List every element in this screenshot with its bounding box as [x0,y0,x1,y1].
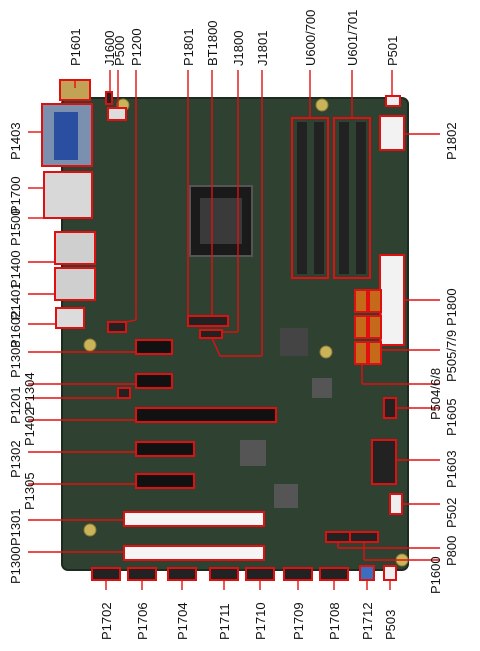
label-p1712: P1712 [360,602,375,640]
right-labels: P1802 P1800 P505/7/9 P504/6/8 P1605 P160… [428,122,459,594]
label-p1402: P1402 [22,408,37,446]
label-p1601: P1601 [68,28,83,66]
label-p1301: P1301 [8,508,23,546]
label-p1709: P1709 [291,602,306,640]
label-p1801: P1801 [181,28,196,66]
io-dvi [54,112,78,160]
io-audio [55,307,85,329]
io-usb-2 [54,231,96,265]
label-bt1800: BT1800 [205,20,220,66]
header-p502 [389,493,403,515]
label-p1300: P1300 [8,546,23,584]
label-p1401: P1401 [8,282,23,320]
label-p1201: P1201 [8,386,23,424]
label-p1708: P1708 [327,602,342,640]
label-j1801: J1801 [255,31,270,66]
header-j1600 [105,91,113,105]
label-p1303: P1303 [8,340,23,378]
label-p1600: P1600 [428,556,443,594]
header-p1603 [371,439,397,485]
left-labels: P1403 P1700 P1500 P1400 P1401 P1602 P130… [8,122,37,584]
label-p1711: P1711 [217,603,232,640]
leader-lines [28,70,440,590]
label-j1600: J1600 [102,31,117,66]
atx-power [379,254,405,346]
label-p500: P500 [112,36,127,66]
label-p1802: P1802 [444,122,459,160]
header-p1200 [107,321,127,333]
label-p1403: P1403 [8,122,23,160]
header-p1605 [383,397,397,419]
io-ethernet-1 [43,171,93,219]
header-p501 [385,95,401,107]
sata-connectors [354,289,382,365]
header-p500 [107,107,127,121]
label-p1302: P1302 [8,440,23,478]
label-p1304: P1304 [22,372,37,410]
label-p1200: P1200 [129,28,144,66]
header-p800 [325,531,351,543]
label-p1706: P1706 [135,602,150,640]
chip-c [312,378,332,398]
header-p1600 [349,531,379,543]
label-p1710: P1710 [253,602,268,640]
chipset [280,328,308,356]
label-p1702: P1702 [99,602,114,640]
pcie-slots [123,339,277,561]
label-j1800: J1800 [231,31,246,66]
header-bt1800 [187,315,229,327]
label-p1500: P1500 [8,208,23,246]
chip-b [274,484,298,508]
top-labels: P1601 J1600 P500 P1200 P1801 BT1800 J180… [68,10,400,66]
label-p505-7-9: P505/7/9 [444,330,459,382]
label-p1400: P1400 [8,250,23,288]
label-p1603: P1603 [444,450,459,488]
label-p501: P501 [385,36,400,66]
label-p1305: P1305 [22,472,37,510]
bottom-headers [91,565,397,581]
label-p1605: P1605 [444,398,459,436]
label-u600-700: U600/700 [303,10,318,66]
io-usb-3 [54,267,96,301]
label-p1704: P1704 [175,602,190,640]
header-p1201 [117,387,131,399]
label-u601-701: U601/701 [345,10,360,66]
label-p1700: P1700 [8,176,23,214]
label-p800: P800 [444,536,459,566]
chip-a [240,440,266,466]
label-p1602: P1602 [8,310,23,348]
label-p502: P502 [444,498,459,528]
label-p504-6-8: P504/6/8 [428,368,443,420]
label-p1800: P1800 [444,288,459,326]
header-j1800 [199,329,223,339]
power-8pin [379,115,405,151]
bottom-labels: P1702 P1706 P1704 P1711 P1710 P1709 P170… [99,602,398,640]
label-p503: P503 [383,610,398,640]
